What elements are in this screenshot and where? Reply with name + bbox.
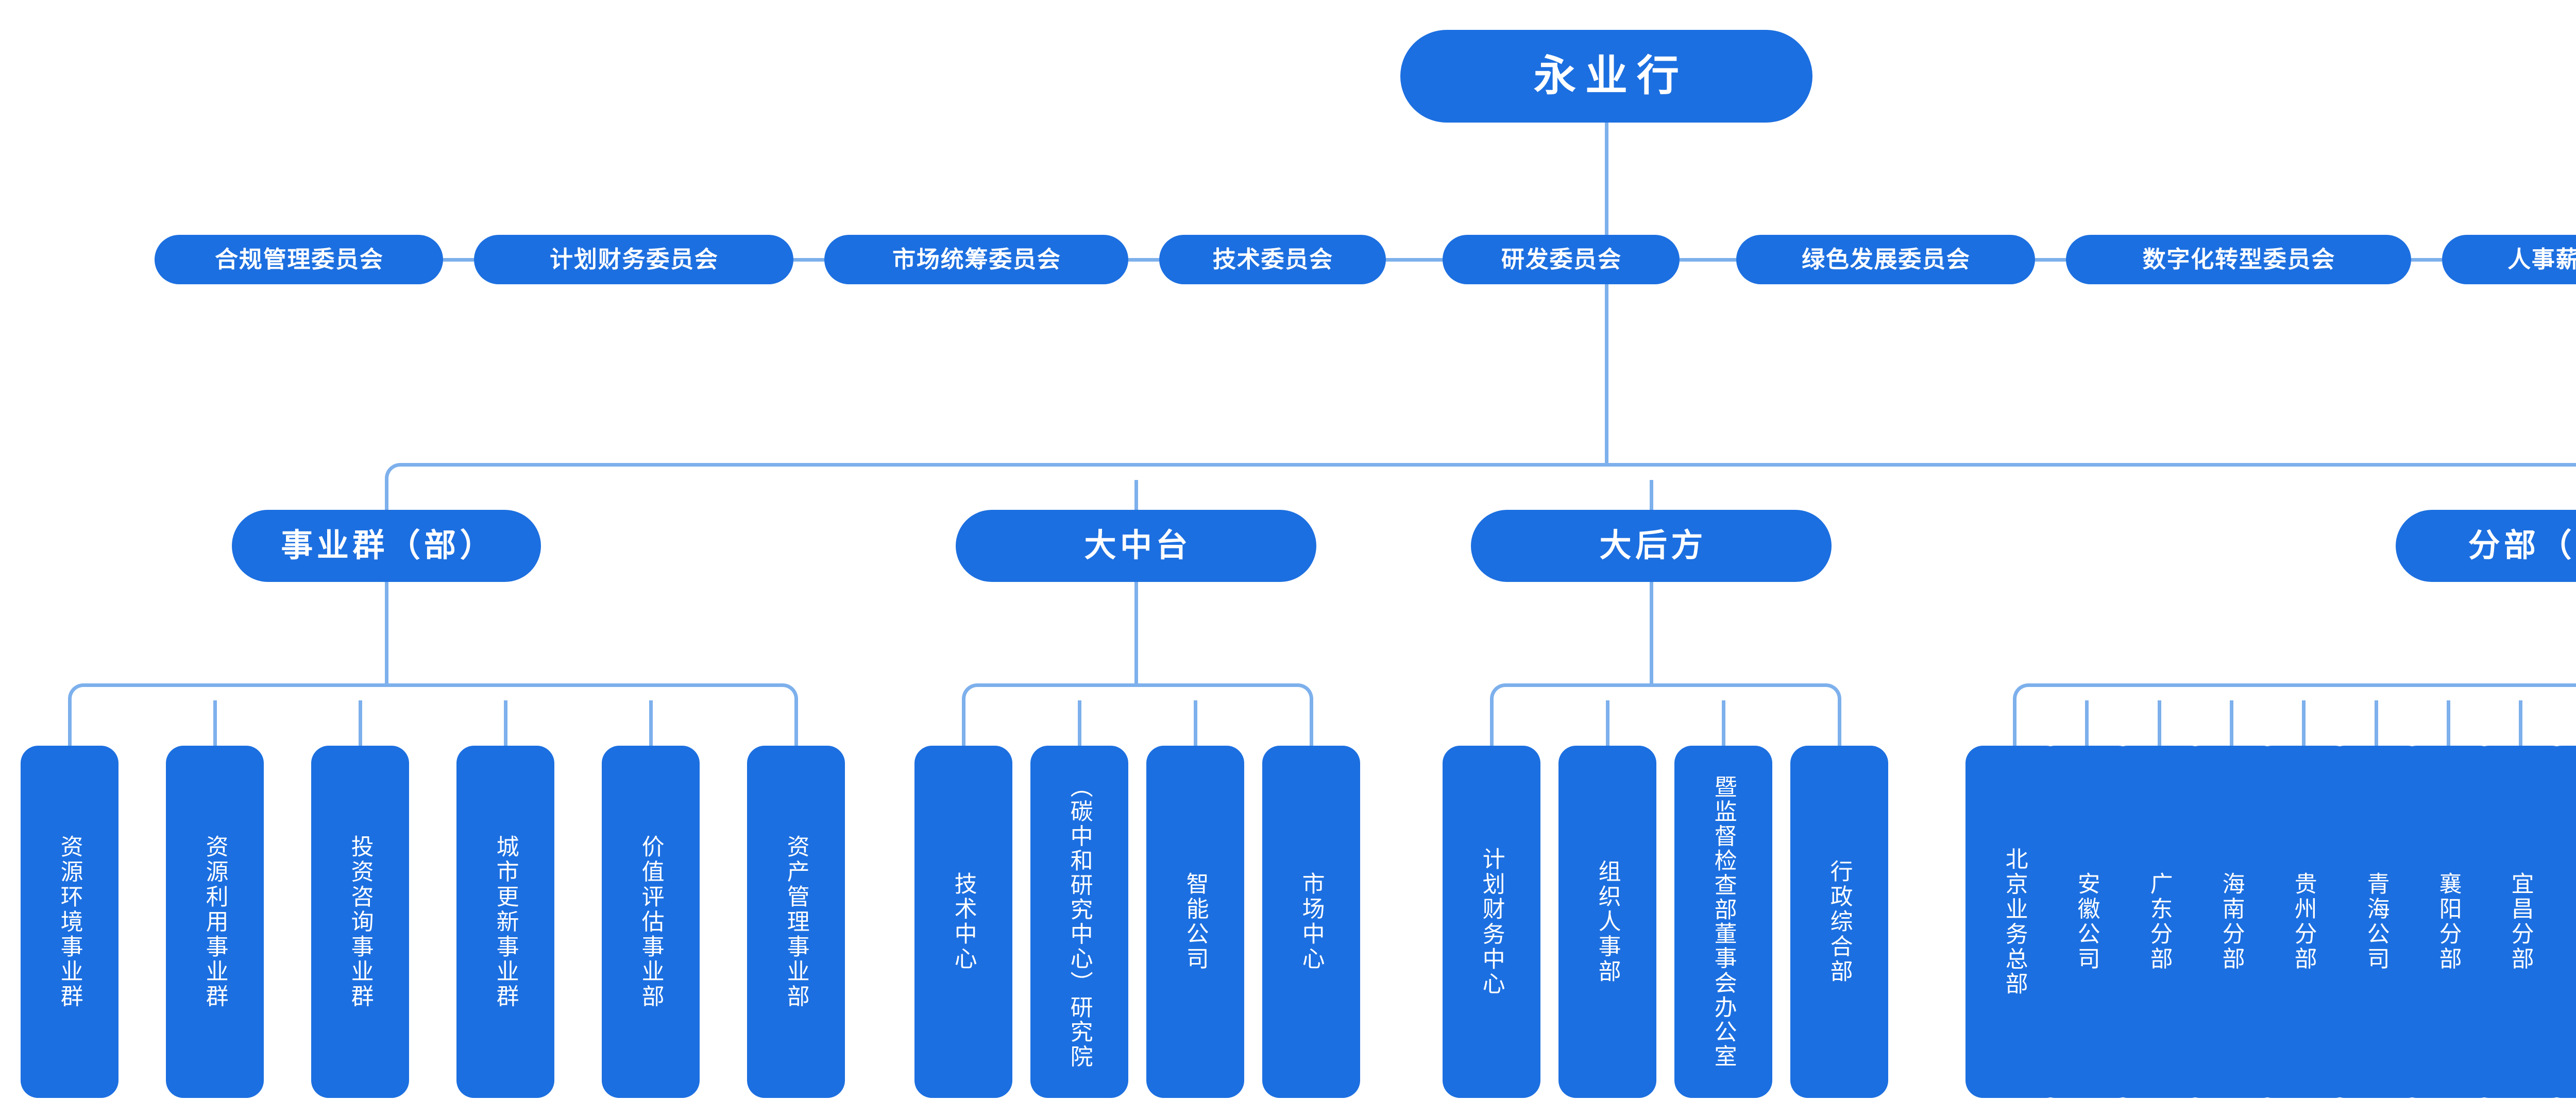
committee-7[interactable]: 数字化转型委员会 [2066,235,2411,284]
committee-link-7 [2411,258,2442,262]
branch-drop-3 [2158,700,2161,746]
middle-platform-bus-right-corner [1294,683,1313,702]
middle-platform-1[interactable]: 技术中心 [914,746,1012,1098]
branch-drop-5 [2302,700,2306,746]
back-office-2[interactable]: 组织人事部 [1558,746,1656,1098]
branch-bus-spine [2030,683,2576,687]
middle-platform-drop-3 [1194,700,1197,746]
branch-drop-4 [2230,700,2233,746]
back-office-drop-4 [1838,700,1841,746]
business-unit-drop-4 [504,700,507,746]
business-unit-6[interactable]: 资产管理事业部 [747,746,845,1098]
back-office-drop-2 [1606,700,1609,746]
middle-platform-3[interactable]: 智能公司 [1146,746,1244,1098]
middle-platform-parent-stem [1134,582,1138,687]
back-office-3-col1: 董事会办公室 [1710,922,1736,1069]
middle-platform-2-col2: （碳中和研究中心） [1066,775,1092,995]
group-drop-3 [1650,480,1653,510]
branch-drop-7 [2447,700,2450,746]
committee-link-4 [1386,258,1443,262]
committee-3[interactable]: 市场统筹委员会 [824,235,1128,284]
root-to-committee-row [1605,123,1608,260]
group-2[interactable]: 大中台 [956,510,1316,582]
committee-link-5 [1680,258,1736,262]
branch-drop-6 [2375,700,2378,746]
middle-platform-2-col1: 研究院 [1066,995,1092,1069]
middle-platform-drop-1 [962,700,965,746]
business-unit-drop-6 [794,700,798,746]
back-office-bus-right-corner [1822,683,1841,702]
committee-1[interactable]: 合规管理委员会 [155,235,443,284]
back-office-parent-stem [1650,582,1653,687]
back-office-drop-1 [1490,700,1494,746]
business-unit-bus-right-corner [779,683,798,702]
back-office-3-col2: 暨监督检查部 [1710,775,1736,922]
committee-6[interactable]: 绿色发展委员会 [1736,235,2035,284]
back-office-4[interactable]: 行政综合部 [1790,746,1888,1098]
business-unit-drop-1 [68,700,72,746]
middle-platform-drop-2 [1078,700,1081,746]
branch-drop-1 [2013,700,2016,746]
committee-link-6 [2035,258,2066,262]
business-unit-drop-3 [359,700,362,746]
group-1[interactable]: 事业群（部） [232,510,541,582]
back-office-bus-left-corner [1490,683,1509,702]
committee-2[interactable]: 计划财务委员会 [474,235,793,284]
committee-4[interactable]: 技术委员会 [1159,235,1386,284]
middle-platform-2[interactable]: （碳中和研究中心）研究院 [1030,746,1128,1098]
group-drop-2 [1134,480,1138,510]
root-to-group-bus [1605,284,1608,465]
business-unit-bus-left-corner [68,683,87,702]
committee-8[interactable]: 人事薪酬委员会 [2442,235,2576,284]
committee-link-3 [1128,258,1159,262]
branch-drop-8 [2519,700,2522,746]
group-drop-1 [385,480,388,510]
group-4[interactable]: 分部（分公司） [2396,510,2576,582]
business-unit-drop-5 [649,700,653,746]
business-unit-2[interactable]: 资源利用事业群 [166,746,264,1098]
business-unit-parent-stem [385,582,388,687]
business-unit-drop-2 [213,700,217,746]
branch-drop-2 [2085,700,2089,746]
branch-9[interactable]: 黄石分部 [2544,746,2576,1098]
root-node[interactable]: 永业行 [1400,30,1812,123]
group-3[interactable]: 大后方 [1471,510,1832,582]
business-unit-4[interactable]: 城市更新事业群 [456,746,554,1098]
group-bus-right-corner [2572,463,2576,484]
middle-platform-bus-left-corner [962,683,981,702]
back-office-1[interactable]: 计划财务中心 [1443,746,1540,1098]
group-bus-spine [404,463,2574,467]
back-office-drop-3 [1722,700,1725,746]
committee-5[interactable]: 研发委员会 [1443,235,1680,284]
middle-platform-4[interactable]: 市场中心 [1262,746,1360,1098]
committee-link-1 [443,258,474,262]
group-bus-left-corner [385,463,406,484]
branch-bus-left-corner [2013,683,2032,702]
business-unit-5[interactable]: 价值评估事业部 [602,746,700,1098]
back-office-bus-spine [1507,683,1824,687]
back-office-3[interactable]: 暨监督检查部董事会办公室 [1674,746,1772,1098]
business-unit-1[interactable]: 资源环境事业群 [21,746,118,1098]
business-unit-bus-spine [85,683,781,687]
middle-platform-drop-4 [1310,700,1313,746]
business-unit-3[interactable]: 投资咨询事业群 [311,746,409,1098]
committee-link-2 [793,258,824,262]
